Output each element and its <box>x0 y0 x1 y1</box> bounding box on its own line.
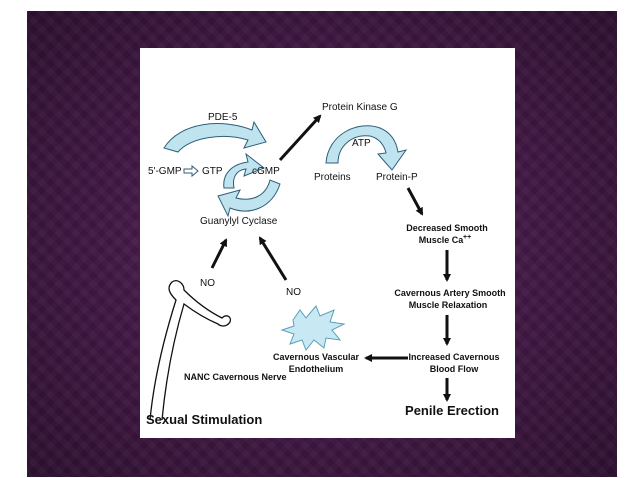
gmp-to-gtp-arrow <box>183 164 199 178</box>
endothelium-star-icon <box>280 305 346 351</box>
label-guanylyl-cyclase: Guanylyl Cyclase <box>200 216 278 227</box>
label-endothelium-line2: Endothelium <box>289 364 344 374</box>
label-5-gmp: 5'-GMP <box>148 166 182 177</box>
label-blood-flow-line1: Increased Cavernous <box>408 352 499 362</box>
label-endothelium-line1: Cavernous Vascular <box>273 352 360 362</box>
diagram-canvas: PDE-5 5'-GMP GTP cGMP Guanylyl Cyclase P… <box>146 102 506 427</box>
label-gtp: GTP <box>202 166 223 177</box>
arrow-protein-p-to-ca <box>406 187 424 216</box>
cyclase-cycle-arrow <box>217 179 281 218</box>
nanc-nerve-shape <box>149 280 232 421</box>
label-relaxation-line1: Cavernous Artery Smooth <box>394 288 505 298</box>
label-relaxation-line2: Muscle Relaxation <box>409 300 488 310</box>
gtp-cgmp-loop-arrow <box>223 152 265 189</box>
label-no-nerve: NO <box>200 278 215 289</box>
label-decreased-ca-sup: ++ <box>463 234 471 241</box>
label-penile-erection: Penile Erection <box>405 403 499 418</box>
label-protein-p: Protein-P <box>376 172 418 183</box>
arrow-nerve-no-to-cyclase <box>210 238 228 269</box>
label-decreased-ca-line1: Decreased Smooth <box>406 223 488 233</box>
label-protein-kinase-g: Protein Kinase G <box>322 102 398 113</box>
label-blood-flow-line2: Blood Flow <box>430 364 479 374</box>
arrow-cgmp-to-pkg <box>278 114 322 162</box>
arrow-endothelium-no-to-cyclase <box>258 236 288 281</box>
diagram-panel: PDE-5 5'-GMP GTP cGMP Guanylyl Cyclase P… <box>140 48 515 438</box>
label-atp: ATP <box>352 138 371 149</box>
label-sexual-stimulation: Sexual Stimulation <box>146 412 262 427</box>
pkg-cycle-arrow <box>325 125 408 171</box>
label-no-endothelium: NO <box>286 287 301 298</box>
label-decreased-ca-line2: Muscle Ca <box>419 235 465 245</box>
pde5-cycle-arrow <box>163 120 267 153</box>
label-pde5: PDE-5 <box>208 112 238 123</box>
label-cgmp: cGMP <box>252 166 280 177</box>
label-nanc-nerve: NANC Cavernous Nerve <box>184 372 287 382</box>
label-proteins: Proteins <box>314 172 351 183</box>
